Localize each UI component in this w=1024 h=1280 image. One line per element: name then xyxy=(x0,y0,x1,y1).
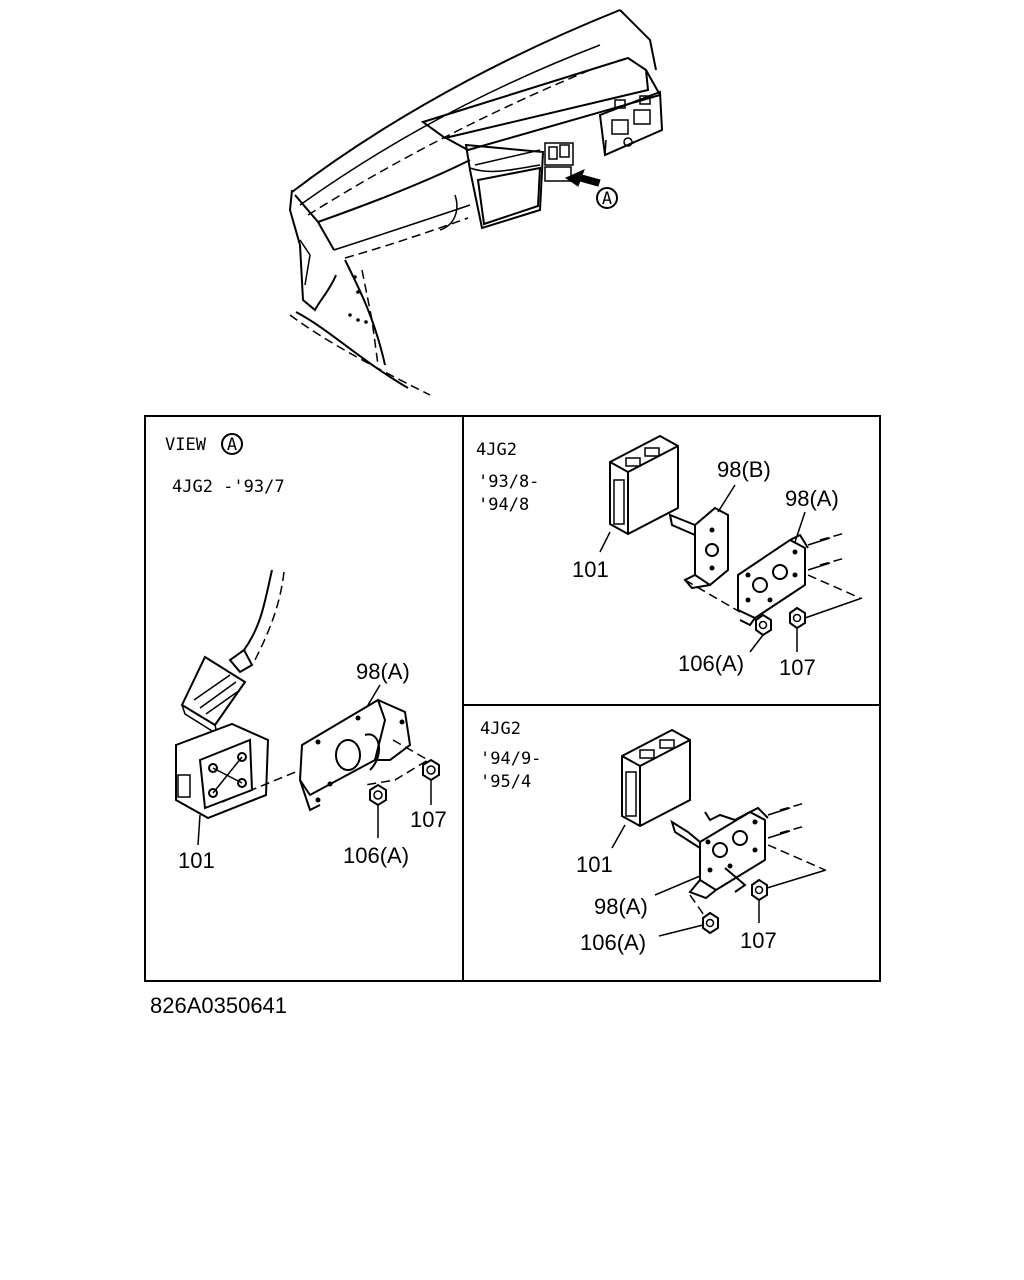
label-98a-top-right: 98(A) xyxy=(785,486,839,511)
label-107-top-right: 107 xyxy=(779,655,816,680)
leader-107-top-right-connector xyxy=(804,597,863,619)
label-106a-bottom-right: 106(A) xyxy=(580,930,646,955)
label-107-bottom-right: 107 xyxy=(740,928,777,953)
nut-106a-top-right xyxy=(755,613,772,637)
control-unit-101-top-right xyxy=(609,434,679,536)
view-a-callout: A xyxy=(602,189,612,209)
leader-101-bottom-right xyxy=(611,824,626,849)
panel-left: VIEW A 4JG2 -'93/7 xyxy=(165,433,447,873)
leader-98b-top-right xyxy=(717,484,736,513)
model-label-left: 4JG2 -'93/7 xyxy=(172,477,285,497)
nut-107-left xyxy=(422,758,440,782)
leader-106a-top-right xyxy=(749,634,764,653)
leader-107-bottom-right-connector xyxy=(766,869,827,889)
panel-frame xyxy=(144,415,881,982)
leader-98a-top-right xyxy=(794,511,806,543)
label-106a-left: 106(A) xyxy=(343,843,409,868)
control-unit-101-bottom-right xyxy=(621,728,691,828)
label-101-top-right: 101 xyxy=(572,557,609,582)
view-label: VIEW xyxy=(165,435,207,455)
date-to-bottom-right: '95/4 xyxy=(480,772,531,792)
nut-106a-bottom-right xyxy=(702,911,719,935)
label-101-bottom-right: 101 xyxy=(576,852,613,877)
control-unit-101-left xyxy=(175,722,326,820)
dash-top-right-1 xyxy=(684,579,741,613)
dashboard-illustration xyxy=(288,9,664,396)
leader-101-left xyxy=(197,814,201,846)
leader-98a-bottom-right xyxy=(654,875,701,896)
label-98b-top-right: 98(B) xyxy=(717,457,771,482)
model-label-top-right: 4JG2 xyxy=(476,440,517,460)
label-98a-left: 98(A) xyxy=(356,659,410,684)
bracket-98a-top-right xyxy=(737,532,861,627)
view-marker-left: A xyxy=(227,435,237,455)
leader-106a-bottom-right xyxy=(658,924,704,937)
leader-101-top-right xyxy=(599,531,611,553)
dash-bottom-right-1 xyxy=(689,894,707,919)
date-from-top-right: '93/8- xyxy=(478,472,539,492)
bracket-98a-bottom-right xyxy=(670,802,826,900)
date-from-bottom-right: '94/9- xyxy=(480,749,541,769)
panel-bottom-right: 4JG2 '94/9- '95/4 xyxy=(480,719,827,955)
bracket-98b-top-right xyxy=(668,506,729,590)
label-98a-bottom-right: 98(A) xyxy=(594,894,648,919)
nut-107-top-right xyxy=(789,606,806,630)
model-label-bottom-right: 4JG2 xyxy=(480,719,521,739)
bracket-98a-left xyxy=(298,698,430,812)
label-107-left: 107 xyxy=(410,807,447,832)
nut-107-bottom-right xyxy=(751,878,768,902)
label-101-left: 101 xyxy=(178,848,215,873)
nut-106a-left xyxy=(369,783,387,807)
date-to-top-right: '94/8 xyxy=(478,495,529,515)
diagram-code: 826A0350641 xyxy=(150,993,287,1018)
accelerator-pedal-drawing xyxy=(180,569,285,736)
label-106a-top-right: 106(A) xyxy=(678,651,744,676)
view-marker-top: A xyxy=(602,189,612,209)
view-marker-circle xyxy=(221,433,243,455)
panel-top-right: 4JG2 '93/8- '94/8 xyxy=(476,434,863,680)
leader-98a-left xyxy=(367,684,381,706)
